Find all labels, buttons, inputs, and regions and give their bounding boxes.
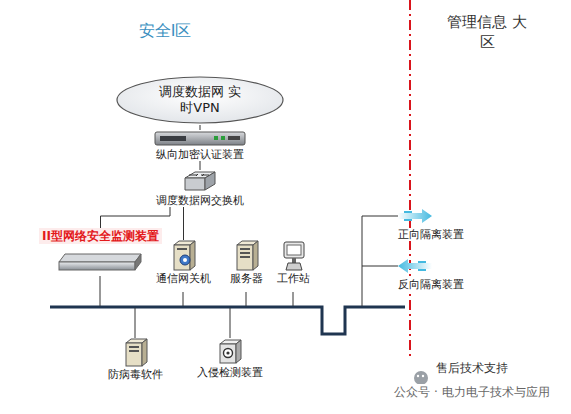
drop-wire (183, 292, 184, 306)
server-tower-icon-part (240, 256, 250, 258)
server-tower-icon-part (237, 245, 253, 270)
workstation-icon (280, 240, 308, 272)
wechat-icon (422, 375, 424, 377)
ids-icon-part (220, 344, 236, 363)
node-label: 入侵检测装置 (197, 366, 263, 379)
gateway-tower-icon-part (177, 248, 187, 250)
monitor-device: II型网络安全监测装置 (39, 228, 162, 272)
node-label: 工作站 (277, 272, 310, 285)
ids-icon-part (236, 340, 241, 363)
rack-device-icon-part (160, 136, 186, 141)
ids-icon-part (226, 351, 229, 354)
reverse-arrow-icon-part (418, 261, 426, 263)
forward-arrow-icon-part (404, 211, 412, 213)
node-label: 调度数据网交换机 (156, 194, 244, 207)
drop-wire (293, 292, 294, 306)
monitor-device-icon (57, 250, 143, 272)
switch-icon-part (185, 178, 205, 190)
antivirus-tower-icon-part (142, 339, 147, 366)
node-label: 正向隔离装置 (396, 228, 466, 241)
drop-wire (100, 276, 101, 306)
drop-wire (135, 308, 136, 338)
gateway-tower-icon-part (183, 258, 187, 262)
encryption-device: 纵向加密认证装置 (154, 130, 246, 161)
node-label: II型网络安全监测装置 (39, 228, 162, 244)
antivirus-tower-icon (123, 338, 149, 368)
workstation-icon-part (286, 263, 302, 270)
gateway-tower-icon-part (180, 255, 190, 265)
forward-arrow-icon-part (398, 209, 432, 223)
zone-heading: 管理信息 大区 (447, 12, 527, 52)
node-label: 纵向加密认证装置 (156, 148, 244, 161)
rack-device-icon (154, 130, 246, 148)
reverse-arrow-icon-part (398, 259, 432, 273)
gateway-tower-icon-part (174, 245, 190, 270)
antivirus-device: 防病毒软件 (108, 338, 163, 381)
rack-device-icon-part (214, 136, 218, 140)
server-tower-icon-part (253, 241, 258, 270)
workstation-device: 工作站 (277, 240, 310, 285)
watermark: 售后技术支持 (434, 360, 510, 376)
switch-icon (183, 170, 217, 194)
server-tower-icon-part (240, 248, 250, 250)
workstation-icon-part (287, 245, 301, 255)
reverse-arrow-icon-part (418, 269, 426, 271)
rack-device-icon-part (221, 136, 225, 140)
gateway-device: 通信网关机 (156, 240, 211, 285)
lan-bus (50, 307, 405, 334)
connector-line (200, 125, 201, 130)
ids-device: 入侵检测装置 (197, 338, 263, 379)
isolation-wire (362, 266, 398, 267)
node-label: 调度数据网 实时VPN (155, 84, 245, 116)
forward-arrow-icon (396, 207, 466, 225)
gateway-tower-icon-part (190, 241, 195, 270)
connector-line (200, 161, 201, 170)
switch-device: 调度数据网交换机 (156, 170, 244, 207)
monitor-device-icon-part (59, 262, 135, 270)
ids-icon-part (224, 349, 233, 358)
connector-line (183, 207, 184, 240)
bus-wires-part (50, 307, 405, 334)
server-tower-icon-part (240, 252, 250, 254)
forward-arrow-icon-part (404, 219, 412, 221)
node-label: 防病毒软件 (108, 368, 163, 381)
workstation-icon-part (292, 258, 296, 263)
drop-wire (230, 308, 231, 338)
rack-device-icon-part (228, 136, 240, 140)
monitor-device-icon-part (135, 254, 141, 270)
connector-line (101, 207, 171, 228)
ellipse-outline-part (117, 77, 283, 123)
switch-icon-part (189, 175, 209, 176)
wechat-icon (414, 371, 428, 385)
node-label: 反向隔离装置 (396, 278, 466, 291)
drop-wire (246, 292, 247, 306)
workstation-icon-part (284, 242, 304, 258)
forward-isolation: 正向隔离装置 (396, 207, 466, 241)
antivirus-tower-icon-part (129, 346, 139, 348)
server-tower-icon (234, 240, 260, 272)
watermark: 公众号 · 电力电子技术与应用 (392, 384, 551, 400)
isolation-wire (362, 216, 398, 306)
reverse-isolation: 反向隔离装置 (396, 257, 466, 291)
ids-icon (217, 338, 243, 366)
server-device: 服务器 (230, 240, 263, 285)
switch-icon-part (196, 174, 204, 176)
zone-heading: 安全I区 (120, 20, 210, 41)
reverse-arrow-icon (396, 257, 466, 275)
node-label: 通信网关机 (156, 272, 211, 285)
monitor-device-icon-part (59, 254, 141, 262)
wechat-icon (417, 375, 419, 377)
node-label: 服务器 (230, 272, 263, 285)
rack-device-icon-part (155, 132, 245, 145)
red-dashed-boundary (409, 0, 411, 360)
antivirus-tower-icon-part (129, 350, 139, 352)
antivirus-tower-icon-part (126, 343, 142, 366)
network-cloud: 调度数据网 实时VPN (115, 75, 285, 125)
gateway-tower-icon (171, 240, 197, 272)
